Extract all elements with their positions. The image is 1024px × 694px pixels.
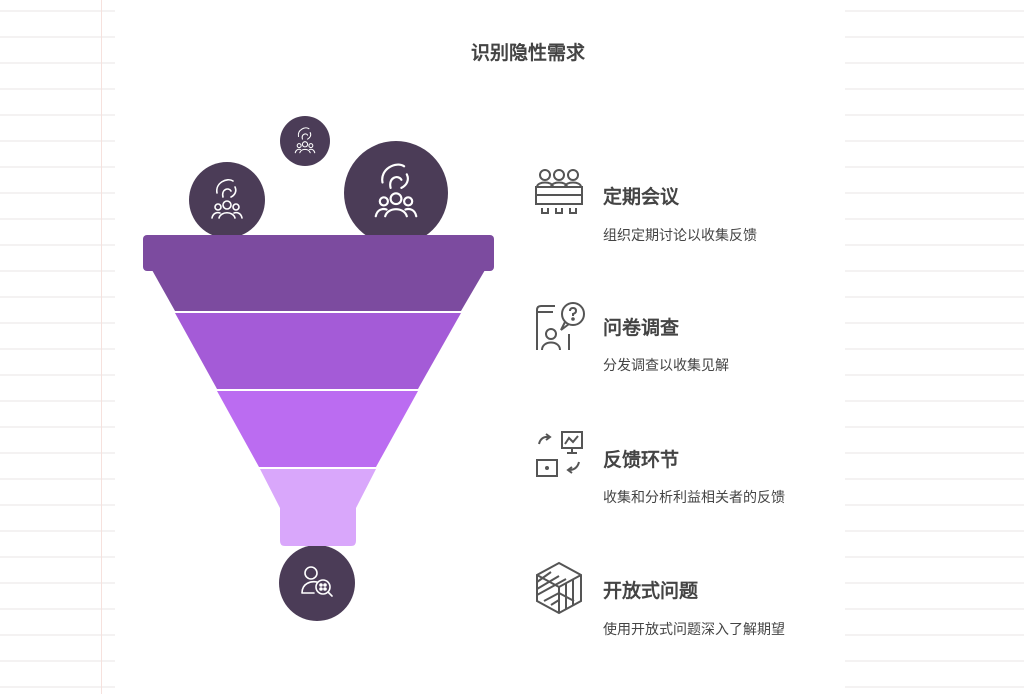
hand-people-icon [211, 178, 243, 219]
item-desc-meeting: 组织定期讨论以收集反馈 [603, 228, 757, 244]
diagram-title: 识别隐性需求 [470, 42, 585, 64]
funnel-band-1 [152, 270, 485, 311]
hand-people-icon [374, 163, 418, 218]
item-title-feedback: 反馈环节 [603, 449, 680, 471]
cube-icon [536, 561, 582, 615]
feedback-loop-icon [536, 431, 583, 477]
meeting-icon [535, 169, 583, 214]
item-desc-open-questions: 使用开放式问题深入了解期望 [603, 622, 785, 638]
hand-people-icon [294, 127, 316, 154]
notebook-lines-right [845, 0, 1024, 694]
funnel-band-3 [217, 391, 418, 467]
user-search-icon [301, 566, 333, 597]
margin-line [101, 0, 102, 694]
survey-icon [536, 302, 585, 351]
people-circle-left [189, 162, 265, 238]
item-title-survey: 问卷调查 [603, 317, 680, 339]
funnel-rim [143, 235, 494, 271]
people-circle-small [280, 116, 330, 166]
item-title-meeting: 定期会议 [603, 186, 680, 208]
item-desc-survey: 分发调查以收集见解 [603, 358, 729, 374]
funnel-band-2 [175, 313, 461, 389]
notebook-lines-left [0, 0, 115, 694]
item-title-open-questions: 开放式问题 [603, 580, 699, 602]
item-desc-feedback: 收集和分析利益相关者的反馈 [603, 490, 785, 506]
funnel-band-4 [260, 469, 376, 546]
